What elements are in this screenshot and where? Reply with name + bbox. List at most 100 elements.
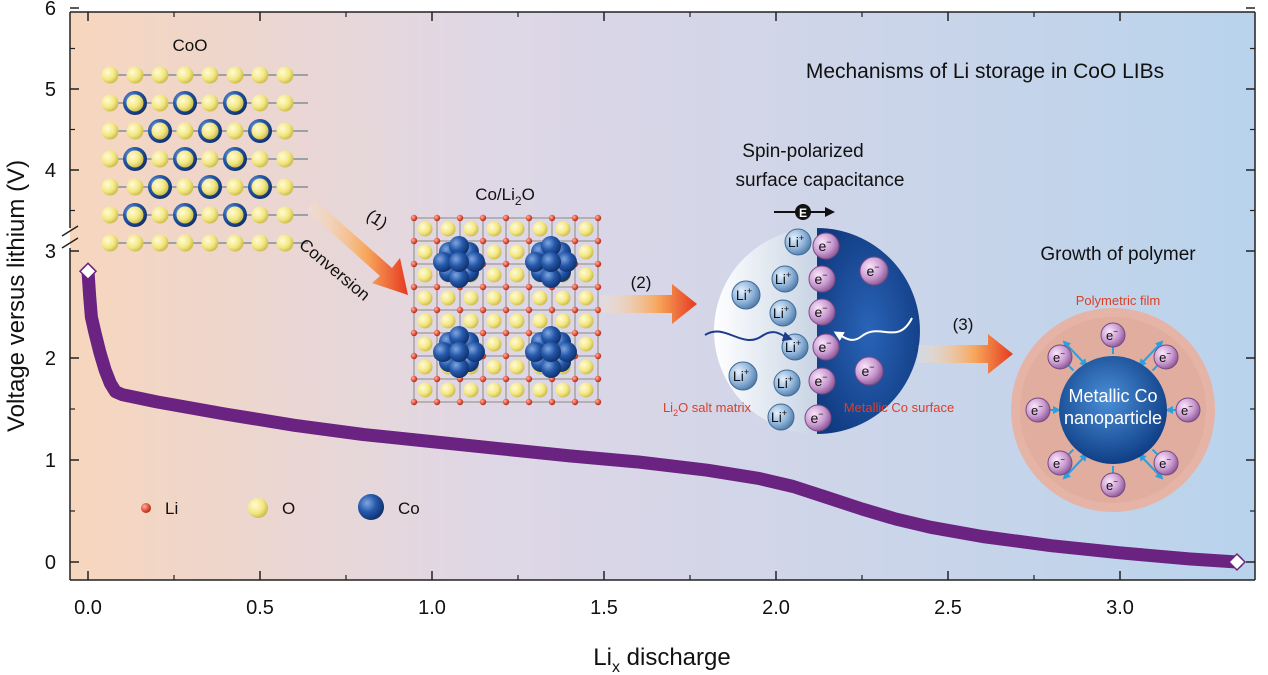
li-atom — [525, 237, 533, 245]
li-atom — [594, 283, 602, 291]
o-atom — [126, 150, 144, 168]
li-atom — [502, 398, 510, 406]
step2-label: (2) — [631, 273, 652, 292]
o-atom — [509, 313, 525, 329]
o-atom — [226, 206, 244, 224]
o-atom — [251, 234, 269, 252]
li-ion-label: Li+ — [771, 408, 787, 425]
o-atom — [486, 336, 502, 352]
o-atom — [532, 290, 548, 306]
o-atom — [101, 94, 119, 112]
o-atom — [440, 221, 456, 237]
o-atom — [555, 382, 571, 398]
y-tick-label: 6 — [45, 0, 56, 20]
li-atom — [410, 237, 418, 245]
o-atom — [176, 234, 194, 252]
series-group — [78, 262, 1247, 572]
li-atom — [433, 306, 441, 314]
electron-label: e− — [1106, 477, 1118, 493]
x-tick-label: 0.0 — [74, 597, 102, 619]
discharge-curve — [81, 264, 1244, 569]
coo-label: CoO — [173, 36, 208, 55]
li-atom — [479, 214, 487, 222]
legend-li-marker — [141, 503, 151, 513]
li-atom — [410, 352, 418, 360]
o-atom — [509, 382, 525, 398]
electron — [1025, 397, 1051, 423]
li-atom — [571, 237, 579, 245]
o-atom — [532, 382, 548, 398]
li-atom — [548, 306, 556, 314]
li-atom — [433, 329, 441, 337]
y-tick-label: 2 — [45, 348, 56, 370]
li2o-matrix-label: Li2O salt matrix — [663, 400, 752, 418]
o-atom — [126, 122, 144, 140]
co-cluster-atom — [449, 342, 469, 362]
o-atom — [463, 382, 479, 398]
o-atom — [578, 290, 594, 306]
li-ion — [784, 228, 812, 256]
electron — [1047, 450, 1073, 476]
y-tick-label: 0 — [45, 552, 56, 574]
li-atom — [571, 283, 579, 291]
li-atom — [479, 398, 487, 406]
li-atom — [502, 237, 510, 245]
co-nanoparticle — [1059, 356, 1167, 464]
electron — [808, 367, 836, 395]
o-atom — [176, 178, 194, 196]
electron-label: e− — [814, 303, 827, 320]
li-atom — [410, 329, 418, 337]
o-atom — [226, 122, 244, 140]
x-tick-label: 0.5 — [246, 597, 274, 619]
o-atom — [486, 244, 502, 260]
li-atom — [525, 283, 533, 291]
o-atom — [151, 66, 169, 84]
o-atom — [251, 66, 269, 84]
o-atom — [486, 290, 502, 306]
li-atom — [571, 375, 579, 383]
o-atom — [251, 206, 269, 224]
o-atom — [201, 94, 219, 112]
co-cluster-atom — [525, 342, 545, 362]
co-cluster-atom — [433, 342, 453, 362]
li-atom — [479, 283, 487, 291]
o-atom — [201, 178, 219, 196]
li-atom — [502, 283, 510, 291]
li-ion-label: Li+ — [788, 233, 804, 250]
electron — [1175, 397, 1201, 423]
co-cluster-atom — [465, 252, 485, 272]
co-cluster-atom — [557, 252, 577, 272]
end-marker — [1227, 552, 1247, 572]
co-cluster-atom — [525, 252, 545, 272]
e-path-wave — [833, 317, 913, 341]
x-tick-label: 1.5 — [590, 597, 618, 619]
capacitance-title-line2: surface capacitance — [736, 170, 905, 191]
electron — [1100, 472, 1126, 498]
o-atom — [276, 66, 294, 84]
co-cluster-atom — [449, 252, 469, 272]
o-atom — [463, 313, 479, 329]
o-atom — [151, 178, 169, 196]
axis-break-mark-2 — [61, 237, 79, 249]
o-atom — [440, 290, 456, 306]
field-label: E — [799, 206, 807, 220]
electron-label: e− — [1159, 349, 1171, 365]
o-atom — [176, 206, 194, 224]
electron — [812, 333, 840, 361]
li-atom — [410, 214, 418, 222]
li-atom — [525, 398, 533, 406]
charge-arrow — [1138, 453, 1164, 480]
li-atom — [433, 214, 441, 222]
o-atom — [486, 382, 502, 398]
o-atom — [463, 221, 479, 237]
li-atom — [571, 306, 579, 314]
core-label-line2: nanoparticle — [1064, 408, 1162, 428]
o-atom — [101, 66, 119, 84]
electron-label: e− — [1159, 455, 1171, 471]
li-atom — [571, 214, 579, 222]
li-atom — [571, 329, 579, 337]
li-ion-label: Li+ — [736, 286, 752, 303]
coli2o-label: Co/Li2O — [475, 185, 535, 208]
step2-arrow — [600, 284, 697, 324]
